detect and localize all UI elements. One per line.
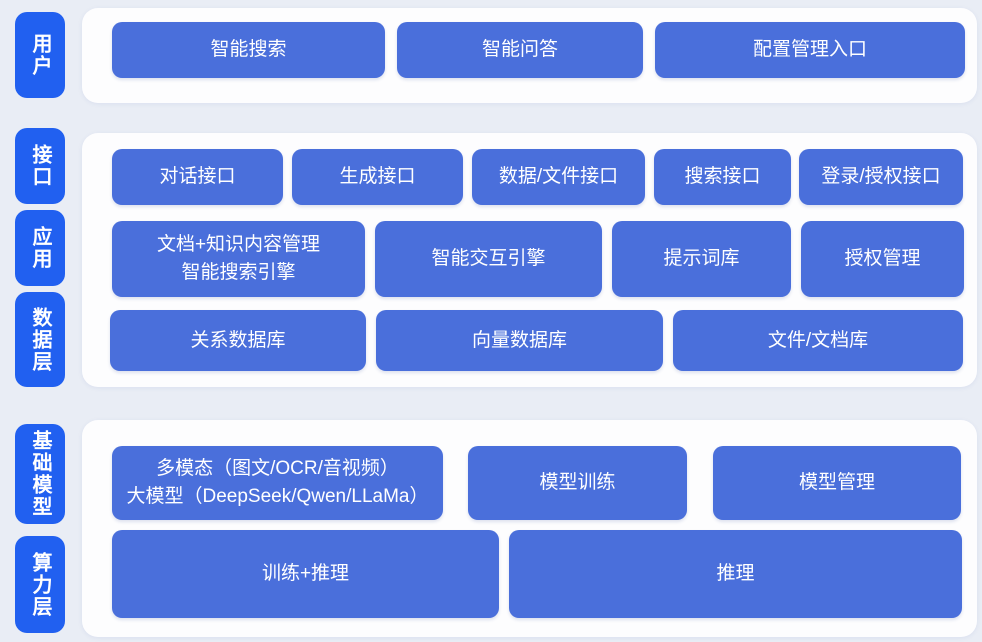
node-prompt-library: 提示词库 (612, 221, 791, 297)
node-doc-knowledge-line1: 文档+知识内容管理 (156, 234, 321, 256)
node-multimodal-llm: 多模态（图文/OCR/音视频） 大模型（DeepSeek/Qwen/LLaMa） (112, 446, 443, 520)
node-file-doc-store: 文件/文档库 (673, 310, 963, 371)
node-relational-db: 关系数据库 (110, 310, 366, 371)
layer-label-application: 应用 (15, 210, 65, 286)
node-doc-knowledge-line2: 智能搜索引擎 (181, 262, 296, 283)
node-training-inference: 训练+推理 (112, 530, 499, 618)
node-doc-knowledge-search-engine: 文档+知识内容管理 智能搜索引擎 (112, 221, 365, 297)
layer-label-data: 数据层 (15, 292, 65, 387)
node-config-management-entry: 配置管理入口 (655, 22, 965, 78)
node-inference: 推理 (509, 530, 962, 618)
node-intelligent-search: 智能搜索 (112, 22, 385, 78)
layer-label-user: 用户 (15, 12, 65, 98)
node-login-auth-api: 登录/授权接口 (799, 149, 963, 205)
node-multimodal-line1: 多模态（图文/OCR/音视频） (156, 458, 399, 480)
node-intelligent-interaction-engine: 智能交互引擎 (375, 221, 602, 297)
node-authorization-management: 授权管理 (801, 221, 964, 297)
node-multimodal-line2: 大模型（DeepSeek/Qwen/LLaMa） (126, 486, 429, 507)
layer-label-foundation-model: 基础模型 (15, 424, 65, 524)
layer-label-interface: 接口 (15, 128, 65, 204)
layer-label-compute: 算力层 (15, 536, 65, 633)
node-model-management: 模型管理 (713, 446, 961, 520)
node-model-training: 模型训练 (468, 446, 687, 520)
node-data-file-api: 数据/文件接口 (472, 149, 645, 205)
node-generation-api: 生成接口 (292, 149, 463, 205)
node-dialog-api: 对话接口 (112, 149, 283, 205)
node-vector-db: 向量数据库 (376, 310, 663, 371)
node-intelligent-qa: 智能问答 (397, 22, 643, 78)
node-search-api: 搜索接口 (654, 149, 791, 205)
